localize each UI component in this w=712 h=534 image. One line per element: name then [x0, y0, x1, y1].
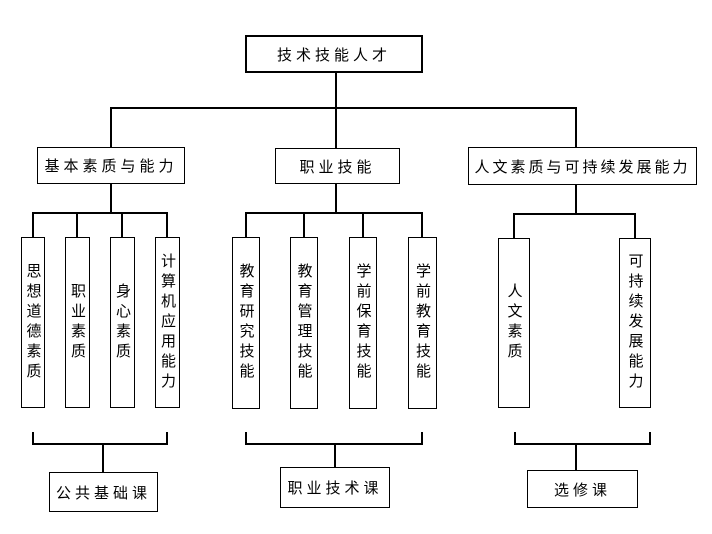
- connector: [32, 212, 34, 237]
- leaf-node: 教育研究技能: [232, 237, 260, 409]
- connector: [513, 213, 515, 238]
- connector: [334, 443, 336, 467]
- connector: [245, 212, 423, 214]
- course-node-public-basic: 公共基础课: [49, 472, 158, 512]
- connector: [575, 185, 577, 213]
- connector: [575, 443, 577, 470]
- leaf-node: 职业素质: [65, 237, 90, 408]
- connector: [649, 432, 651, 445]
- leaf-node: 思想道德素质: [21, 237, 45, 408]
- connector: [303, 212, 305, 237]
- connector: [76, 212, 78, 237]
- connector: [102, 443, 104, 472]
- leaf-node: 计算机应用能力: [155, 237, 180, 408]
- connector: [110, 107, 112, 147]
- leaf-node: 学前教育技能: [408, 237, 437, 409]
- leaf-node: 身心素质: [110, 237, 135, 408]
- connector: [421, 212, 423, 237]
- connector: [335, 107, 337, 148]
- connector: [513, 213, 636, 215]
- course-node-vocational-tech: 职业技术课: [280, 467, 390, 508]
- connector: [166, 212, 168, 237]
- connector: [575, 107, 577, 147]
- root-node: 技术技能人才: [245, 35, 423, 73]
- leaf-node: 学前保育技能: [349, 237, 377, 409]
- leaf-node: 教育管理技能: [290, 237, 318, 409]
- branch-node-vocational-skills: 职业技能: [275, 148, 400, 184]
- connector: [245, 432, 247, 445]
- connector: [362, 212, 364, 237]
- connector: [121, 212, 123, 237]
- connector: [32, 432, 34, 445]
- connector: [166, 432, 168, 445]
- connector: [110, 184, 112, 212]
- connector: [514, 432, 516, 445]
- branch-node-basic-quality: 基本素质与能力: [37, 147, 185, 184]
- connector: [245, 212, 247, 237]
- connector: [335, 184, 337, 212]
- course-node-elective: 选修课: [527, 470, 638, 508]
- connector: [32, 212, 168, 214]
- leaf-node: 可持续发展能力: [619, 238, 651, 408]
- connector: [634, 213, 636, 238]
- connector: [335, 73, 337, 107]
- branch-node-humanistic: 人文素质与可持续发展能力: [468, 147, 697, 185]
- connector: [32, 443, 168, 445]
- connector: [421, 432, 423, 445]
- connector: [110, 107, 577, 109]
- leaf-node: 人文素质: [498, 238, 530, 408]
- connector: [514, 443, 651, 445]
